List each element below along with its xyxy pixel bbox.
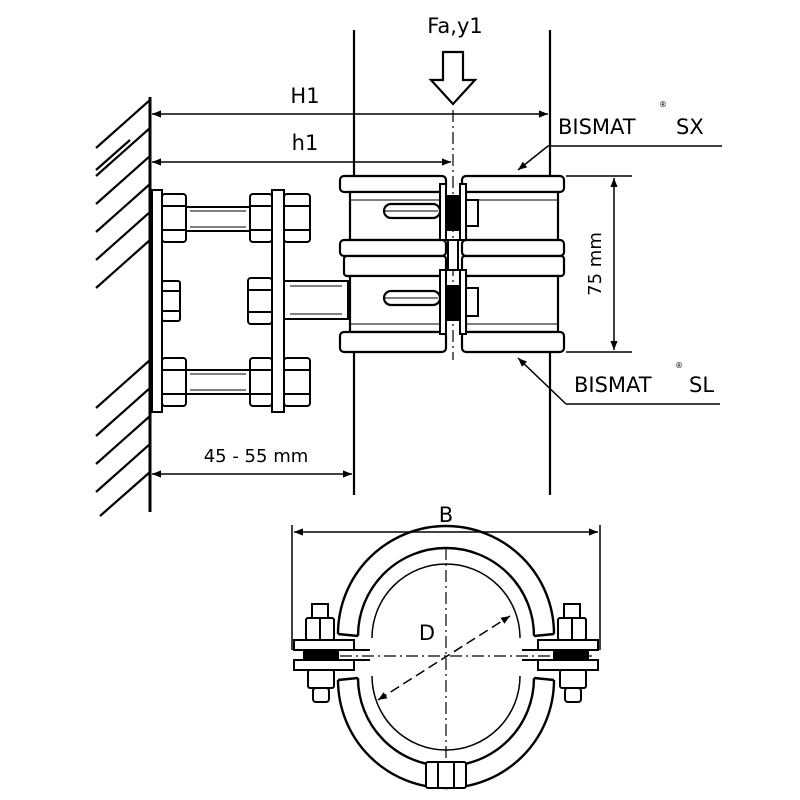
bottom-nut — [425, 761, 467, 789]
force-arrow — [428, 50, 478, 106]
bottom-bolt — [161, 357, 311, 407]
diameter-D-label: D — [419, 621, 435, 645]
product-top-label: BISMAT — [558, 115, 636, 139]
threaded-rod — [161, 277, 349, 325]
right-clamp — [460, 174, 566, 354]
force-label: Fa,y1 — [427, 14, 482, 38]
wall-plate — [151, 189, 163, 413]
right-screw — [553, 603, 589, 703]
leader-sx — [517, 145, 722, 171]
product-top-suffix: SX — [676, 115, 704, 139]
left-clamp — [338, 174, 448, 354]
height-dim-label: 75 mm — [585, 232, 606, 296]
leader-sl — [517, 357, 720, 405]
middle-plate — [271, 189, 285, 413]
registered-mark-bottom: ® — [675, 361, 683, 370]
dimension-D — [377, 615, 511, 701]
wall — [95, 97, 152, 517]
h1-label: h1 — [292, 131, 319, 155]
dimension-75mm — [566, 175, 632, 353]
width-B-label: B — [439, 503, 453, 527]
registered-mark-top: ® — [659, 100, 667, 109]
product-bottom-suffix: SL — [689, 373, 714, 397]
clamp-ring — [336, 524, 556, 790]
centre-connectors — [439, 183, 479, 335]
dimension-B — [291, 525, 601, 650]
H1-label: H1 — [290, 84, 319, 108]
top-bolt — [161, 193, 311, 243]
product-bottom-label: BISMAT — [574, 373, 652, 397]
left-screw — [303, 603, 339, 703]
offset-dim-label: 45 - 55 mm — [204, 446, 309, 467]
